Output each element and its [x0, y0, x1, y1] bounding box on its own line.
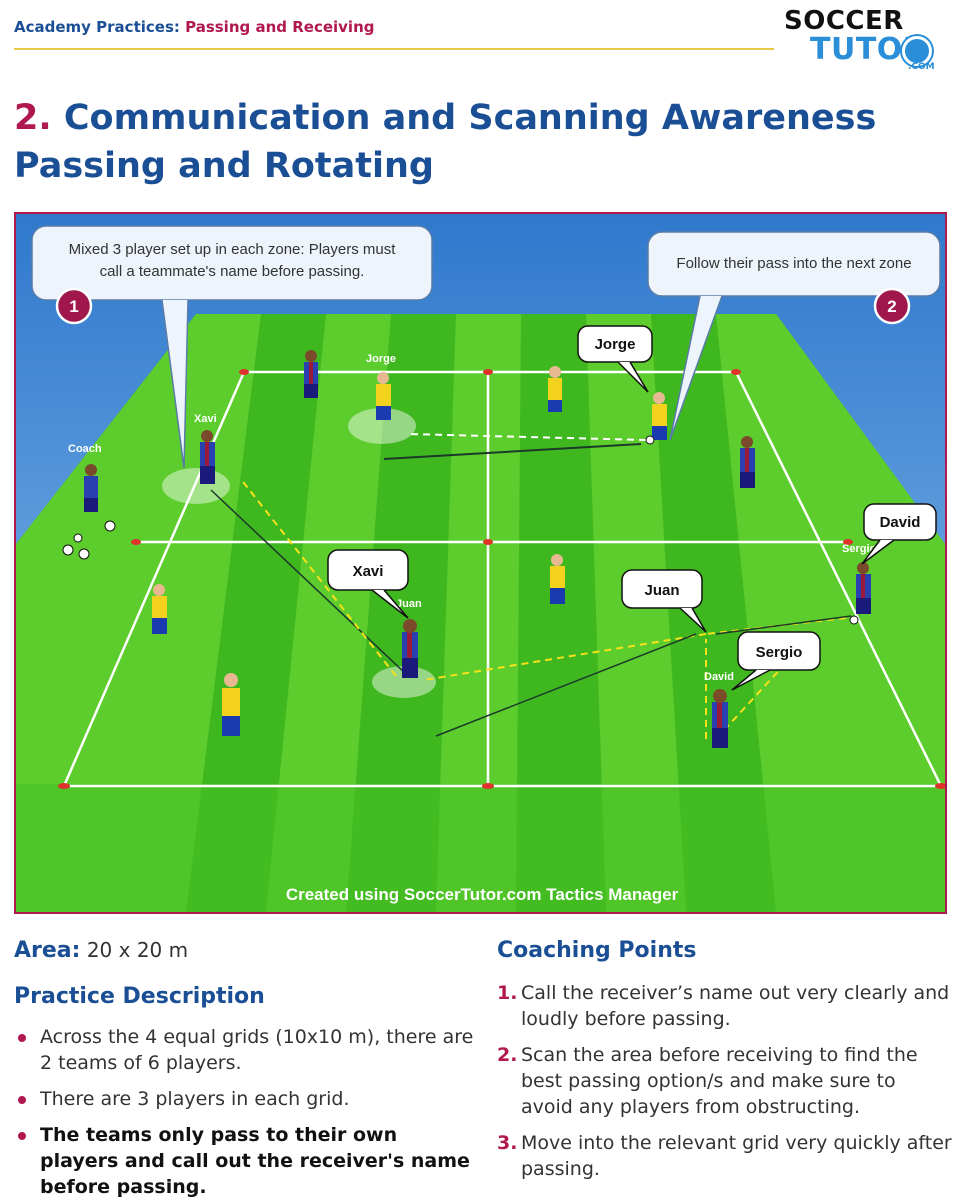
title-number: 2.: [14, 98, 52, 138]
player-bottom-left: [222, 673, 240, 736]
practice-diagram: Coach Xavi Jorge Juan Sergio David Jorge…: [14, 212, 947, 914]
header-label: Academy Practices: Passing and Receiving: [14, 18, 374, 36]
bubble-sergio-text: Sergio: [756, 644, 803, 661]
name-bubbles: Jorge David Xavi Juan Sergio: [327, 325, 937, 691]
bubble-xavi: Xavi: [327, 549, 409, 619]
coaching-text: Move into the relevant grid very quickly…: [521, 1132, 952, 1180]
callout-1-line-1: Mixed 3 player set up in each zone: Play…: [69, 241, 397, 258]
pitch-foreground: [16, 784, 945, 912]
coaching-item: 2.Scan the area before receiving to find…: [497, 1042, 952, 1120]
player-left-mid: [152, 584, 167, 634]
coaching-text: Call the receiver’s name out very clearl…: [521, 982, 950, 1030]
coaching-item: 3.Move into the relevant grid very quick…: [497, 1130, 952, 1182]
coaching-number: 1.: [497, 982, 518, 1004]
header-rule: [14, 48, 774, 50]
area-value: 20 x 20 m: [86, 938, 189, 962]
practice-heading: Practice Description: [14, 984, 265, 1009]
callout-1-line-2: call a teammate's name before passing.: [100, 263, 365, 280]
bullet-icon: [18, 1034, 26, 1042]
badge-1-text: 1: [69, 297, 78, 316]
player-xavi: [200, 430, 215, 484]
page-title: 2. Communication and Scanning Awareness …: [14, 94, 944, 190]
coaching-item: 1.Call the receiver’s name out very clea…: [497, 980, 952, 1032]
coaching-number: 2.: [497, 1044, 518, 1066]
player-coach: [84, 464, 98, 512]
bubble-david: David: [861, 503, 937, 565]
coaching-number: 3.: [497, 1132, 518, 1154]
callout-1: Mixed 3 player set up in each zone: Play…: [31, 225, 433, 469]
bubble-jorge: Jorge: [577, 325, 653, 393]
callout-2: Follow their pass into the next zone: [647, 231, 941, 441]
bubble-juan-text: Juan: [644, 582, 679, 599]
bubble-juan: Juan: [621, 569, 707, 633]
label-xavi-small: Xavi: [194, 413, 217, 425]
page-header: Academy Practices: Passing and Receiving: [0, 0, 960, 60]
practice-item-text: The teams only pass to their own players…: [40, 1124, 470, 1198]
highlight-zones: [162, 408, 436, 698]
player-top-left: [304, 350, 318, 398]
bubble-david-text: David: [880, 514, 921, 531]
badge-2-text: 2: [887, 297, 896, 316]
practice-item-text: There are 3 players in each grid.: [40, 1088, 350, 1110]
area-line: Area: 20 x 20 m: [14, 938, 188, 963]
bubble-jorge-text: Jorge: [595, 336, 636, 353]
pitch-stripes: [16, 314, 945, 912]
cones: [58, 369, 945, 789]
bubble-xavi-text: Xavi: [353, 563, 384, 580]
title-line-2: Passing and Rotating: [14, 146, 434, 186]
label-sergio-small: Sergio: [842, 543, 877, 555]
area-label: Area:: [14, 938, 81, 963]
soccer-ball-icon: [902, 36, 932, 66]
team-b-players: [152, 366, 667, 736]
practice-list: Across the 4 equal grids (10x10 m), ther…: [14, 1024, 474, 1200]
title-line-1: Communication and Scanning Awareness: [63, 98, 877, 138]
practice-item: Across the 4 equal grids (10x10 m), ther…: [14, 1024, 474, 1076]
player-jorge: [376, 372, 391, 420]
pass-arrows: [210, 433, 852, 740]
logo-top-text: SOCCER: [784, 6, 904, 36]
badge-2: 2: [873, 287, 911, 325]
team-a-players: [84, 350, 871, 748]
practice-item: There are 3 players in each grid.: [14, 1086, 474, 1112]
player-right-mid: [740, 436, 755, 488]
practice-item-text: Across the 4 equal grids (10x10 m), ther…: [40, 1026, 474, 1074]
logo-com-text: .COM: [908, 62, 935, 72]
coaching-text: Scan the area before receiving to find t…: [521, 1044, 918, 1118]
player-sergio: [856, 562, 871, 614]
diagram-credit: Created using SoccerTutor.com Tactics Ma…: [286, 885, 679, 904]
coaching-heading: Coaching Points: [497, 938, 697, 963]
label-coach: Coach: [68, 443, 102, 455]
balls: [62, 435, 859, 625]
player-center: [550, 554, 565, 604]
practice-item: The teams only pass to their own players…: [14, 1122, 474, 1200]
header-topic: Passing and Receiving: [185, 18, 375, 36]
coaching-list: 1.Call the receiver’s name out very clea…: [497, 980, 952, 1192]
label-david-small: David: [704, 671, 734, 683]
badge-1: 1: [55, 287, 93, 325]
bubble-sergio: Sergio: [731, 631, 821, 691]
soccer-tutor-logo: SOCCER TUTOR .COM: [780, 6, 952, 74]
bullet-icon: [18, 1132, 26, 1140]
player-jorge-ball: [652, 392, 667, 440]
callout-2-text: Follow their pass into the next zone: [676, 255, 911, 272]
label-jorge-small: Jorge: [366, 353, 396, 365]
bullet-icon: [18, 1096, 26, 1104]
player-juan: [402, 619, 418, 678]
player-top-mid: [548, 366, 562, 412]
label-juan-small: Juan: [396, 598, 422, 610]
header-section: Academy Practices:: [14, 18, 180, 36]
player-david: [712, 689, 728, 748]
diagram-svg: Coach Xavi Jorge Juan Sergio David Jorge…: [16, 214, 945, 912]
player-labels: Coach Xavi Jorge Juan Sergio David: [68, 353, 877, 683]
